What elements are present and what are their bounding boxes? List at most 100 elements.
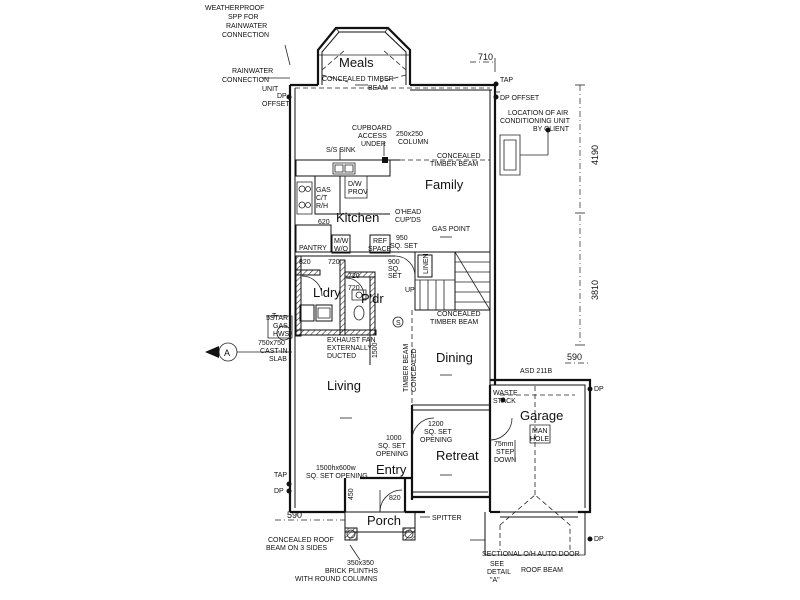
section-arrow-icon [205, 346, 219, 358]
svg-text:ASD 211B: ASD 211B [520, 368, 552, 375]
stair-door [395, 256, 415, 276]
garage [485, 380, 590, 555]
svg-text:DP: DP [594, 386, 604, 393]
svg-text:EXHAUST FAN: EXHAUST FAN [327, 337, 376, 344]
arrows [340, 85, 452, 475]
note-aircon: LOCATION OF AIR [508, 110, 568, 117]
room-family: Family [425, 177, 464, 192]
svg-text:M/W: M/W [334, 238, 349, 245]
svg-text:SQ.: SQ. [388, 266, 400, 273]
svg-text:S/S SINK: S/S SINK [326, 147, 356, 154]
svg-text:CONNECTION: CONNECTION [222, 77, 269, 84]
aircon-unit [500, 130, 548, 175]
svg-text:OFFSET: OFFSET [262, 101, 290, 108]
room-meals: Meals [339, 55, 374, 70]
dp-bottom-icon [286, 488, 292, 494]
garage-door-swing [490, 418, 512, 440]
svg-text:CAST-IN: CAST-IN [260, 348, 288, 355]
svg-text:SPITTER: SPITTER [432, 515, 462, 522]
svg-text:CONCEALED: CONCEALED [437, 311, 481, 318]
svg-text:720: 720 [328, 259, 340, 266]
svg-text:SPACE: SPACE [368, 246, 392, 253]
dp-garage-icon [587, 386, 593, 392]
annotations: WEATHERPROOF SPP FOR RAINWATER CONNECTIO… [205, 5, 604, 584]
svg-text:1500hx600w: 1500hx600w [316, 465, 357, 472]
room-laundry: L'dry [313, 285, 341, 300]
svg-text:450: 450 [348, 488, 355, 500]
svg-text:CONCEALED ROOF: CONCEALED ROOF [268, 537, 334, 544]
svg-text:SEE: SEE [490, 561, 504, 568]
svg-text:STEP: STEP [496, 449, 515, 456]
dim-4190: 4190 [590, 145, 600, 165]
svg-text:T: T [272, 313, 277, 320]
svg-text:BEAM: BEAM [368, 85, 388, 92]
svg-text:RAINWATER: RAINWATER [226, 23, 267, 30]
svg-text:1200: 1200 [428, 421, 444, 428]
room-entry: Entry [376, 462, 407, 477]
svg-text:590: 590 [287, 510, 302, 520]
svg-text:ROOF BEAM: ROOF BEAM [521, 567, 563, 574]
laundry-powder [296, 256, 376, 336]
svg-text:CUP'DS: CUP'DS [395, 217, 421, 224]
svg-text:750x750: 750x750 [258, 340, 285, 347]
svg-text:1500: 1500 [372, 342, 379, 358]
svg-text:HOLE: HOLE [530, 436, 549, 443]
svg-text:590: 590 [567, 352, 582, 362]
svg-text:1000: 1000 [386, 435, 402, 442]
svg-text:250x250: 250x250 [396, 131, 423, 138]
svg-text:5STAR: 5STAR [266, 315, 288, 322]
svg-text:DP: DP [594, 536, 604, 543]
marker-s-label: S [396, 320, 401, 327]
svg-text:UNDER: UNDER [361, 141, 386, 148]
svg-text:WASTE: WASTE [493, 390, 518, 397]
marker-a-label: A [224, 348, 230, 358]
svg-text:75mm: 75mm [494, 441, 514, 448]
svg-text:PROV: PROV [348, 189, 368, 196]
svg-text:O'HEAD: O'HEAD [395, 209, 421, 216]
svg-text:W/O: W/O [334, 246, 349, 253]
dp-right-icon [493, 94, 499, 100]
svg-text:C/T: C/T [316, 195, 328, 202]
gas-hws-icon [277, 326, 291, 340]
svg-text:UP: UP [405, 287, 415, 294]
svg-text:OPENING: OPENING [376, 451, 408, 458]
stairs [415, 252, 490, 310]
room-pantry: PANTRY [299, 245, 327, 252]
svg-text:BEAM ON 3 SIDES: BEAM ON 3 SIDES [266, 545, 327, 552]
svg-text:MAN: MAN [532, 428, 548, 435]
svg-text:350x350: 350x350 [347, 560, 374, 567]
svg-text:D/W: D/W [348, 181, 362, 188]
svg-text:ACCESS: ACCESS [358, 133, 387, 140]
room-dining: Dining [436, 350, 473, 365]
svg-text:DETAIL: DETAIL [487, 569, 511, 576]
svg-text:BRICK PLINTHS: BRICK PLINTHS [325, 568, 378, 575]
room-living: Living [327, 378, 361, 393]
room-powder: P'dr [361, 291, 384, 306]
svg-text:HWS: HWS [273, 331, 290, 338]
svg-text:DP: DP [274, 488, 284, 495]
svg-text:820: 820 [299, 259, 311, 266]
svg-text:CUPBOARD: CUPBOARD [352, 125, 392, 132]
aircon-point-icon [545, 127, 551, 133]
note-rainwater-unit: RAINWATER [232, 68, 273, 75]
svg-text:TAP: TAP [500, 77, 513, 84]
retreat-door [412, 418, 434, 440]
svg-text:SECTIONAL O/H AUTO DOOR: SECTIONAL O/H AUTO DOOR [482, 551, 580, 558]
dp-garage-bottom-icon [587, 536, 593, 542]
dimensions [275, 58, 590, 520]
room-linen: LINEN [423, 253, 430, 274]
tap-bottom-icon [286, 481, 292, 487]
dp-left-icon [286, 94, 292, 100]
note-weatherproof: WEATHERPROOF [205, 5, 264, 12]
room-kitchen: Kitchen [336, 210, 379, 225]
svg-text:SQ. SET OPENING: SQ. SET OPENING [306, 473, 368, 480]
waste-stack-icon [500, 397, 506, 403]
svg-text:TAP: TAP [274, 472, 287, 479]
gas-hws-box [268, 316, 292, 338]
room-porch: Porch [367, 513, 401, 528]
svg-text:SET: SET [388, 273, 402, 280]
svg-text:SPP FOR: SPP FOR [228, 14, 259, 21]
svg-text:R/H: R/H [316, 203, 328, 210]
tap-top-icon [493, 81, 499, 87]
